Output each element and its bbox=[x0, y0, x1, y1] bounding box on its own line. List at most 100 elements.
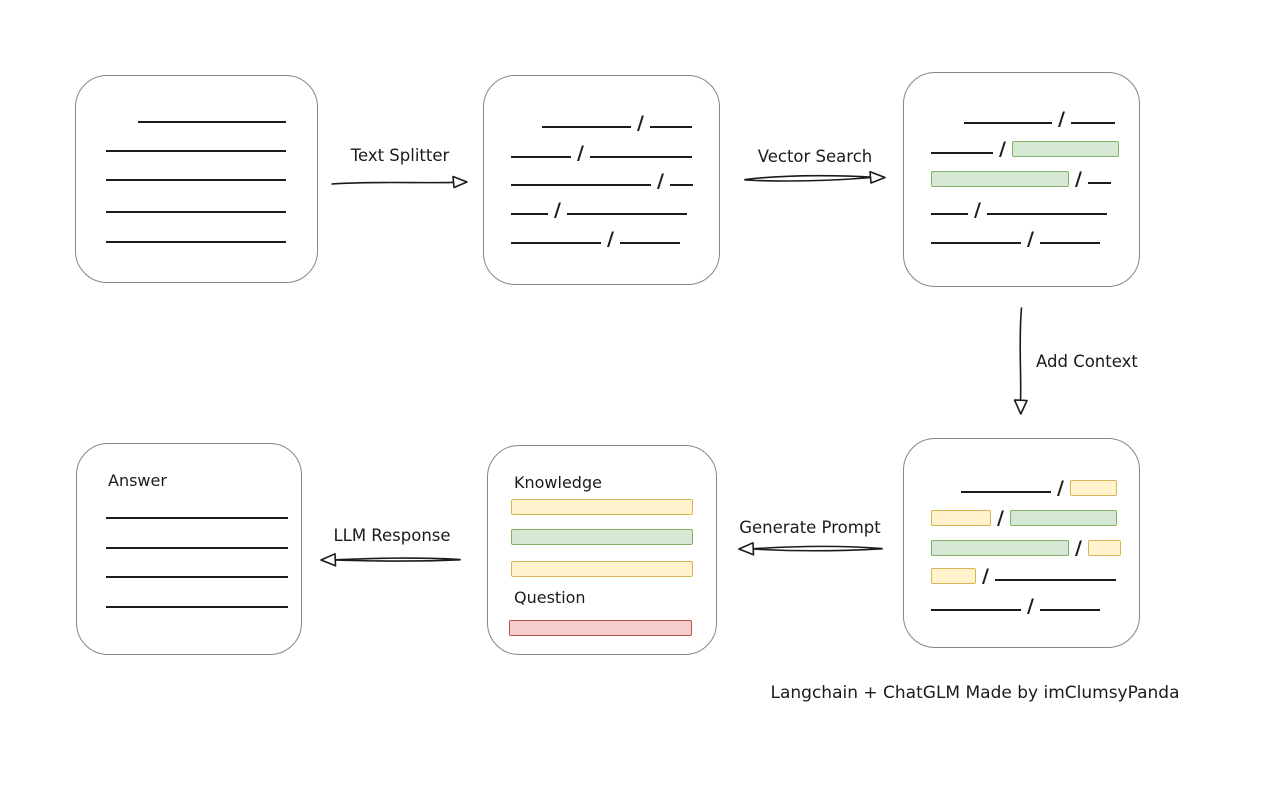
text-splitter-arrow-icon bbox=[331, 175, 468, 189]
chunk-separator: / bbox=[1027, 595, 1034, 617]
chunk-separator: / bbox=[1058, 108, 1065, 130]
highlight-green-rect bbox=[1011, 141, 1119, 157]
add-context-label: Add Context bbox=[1036, 352, 1138, 371]
text-line bbox=[511, 184, 651, 186]
content-row bbox=[106, 590, 288, 608]
content-row bbox=[106, 195, 286, 213]
text-line bbox=[542, 126, 631, 128]
content-row bbox=[511, 524, 693, 545]
chunk-separator: / bbox=[974, 199, 981, 221]
box-label: Knowledge bbox=[514, 473, 602, 492]
box-label: Question bbox=[514, 588, 586, 607]
text-splitter-label: Text Splitter bbox=[350, 146, 450, 165]
context-chunks-box: / / / / / bbox=[903, 438, 1140, 648]
highlight-green-rect bbox=[931, 540, 1069, 556]
content-row: / bbox=[511, 168, 693, 191]
text-line bbox=[1070, 122, 1115, 124]
content-row bbox=[106, 163, 286, 181]
highlight-yellow-rect bbox=[511, 499, 693, 515]
text-line bbox=[106, 606, 288, 608]
content-row bbox=[509, 615, 692, 636]
chunk-separator: / bbox=[982, 565, 989, 587]
content-row bbox=[106, 501, 288, 519]
highlight-yellow-rect bbox=[931, 510, 991, 526]
text-line bbox=[931, 609, 1021, 611]
content-row: / bbox=[931, 166, 1111, 189]
text-line bbox=[106, 179, 286, 181]
chunk-separator: / bbox=[607, 228, 614, 250]
content-row: / bbox=[511, 140, 692, 163]
content-row: / bbox=[511, 226, 680, 249]
text-line bbox=[106, 576, 288, 578]
content-row: / bbox=[931, 593, 1100, 616]
chunk-separator: / bbox=[999, 138, 1006, 160]
content-row bbox=[511, 494, 693, 515]
vector-search-arrow-icon bbox=[744, 171, 886, 184]
chunk-separator: / bbox=[1027, 228, 1034, 250]
add-context-arrow-icon bbox=[1013, 307, 1028, 415]
chunk-separator: / bbox=[554, 199, 561, 221]
text-line bbox=[511, 156, 571, 158]
highlight-yellow-rect bbox=[1069, 480, 1117, 496]
chunk-separator: / bbox=[637, 112, 644, 134]
chunk-separator: / bbox=[997, 507, 1004, 529]
highlight-yellow-rect bbox=[511, 561, 693, 577]
credit-caption: Langchain + ChatGLM Made by imClumsyPand… bbox=[770, 683, 1180, 703]
text-line bbox=[994, 579, 1116, 581]
highlight-green-rect bbox=[931, 171, 1069, 187]
text-line bbox=[106, 241, 286, 243]
content-row: / bbox=[511, 197, 687, 220]
matched-chunks-box: / / / / / bbox=[903, 72, 1140, 287]
text-line bbox=[106, 150, 286, 152]
highlight-yellow-rect bbox=[931, 568, 976, 584]
content-row: / bbox=[961, 475, 1117, 498]
content-row: / bbox=[931, 226, 1100, 249]
text-line bbox=[106, 211, 286, 213]
content-row: Question bbox=[514, 588, 586, 607]
text-line bbox=[566, 213, 687, 215]
text-line bbox=[1039, 242, 1100, 244]
text-line bbox=[511, 213, 548, 215]
content-row: / bbox=[931, 535, 1121, 558]
highlight-green-rect bbox=[1009, 510, 1117, 526]
llm-response-arrow-icon bbox=[320, 553, 461, 567]
text-line bbox=[964, 122, 1052, 124]
answer-box: Answer bbox=[76, 443, 302, 655]
text-line bbox=[589, 156, 692, 158]
text-line bbox=[619, 242, 680, 244]
content-row: / bbox=[931, 136, 1119, 159]
generate-prompt-arrow-icon bbox=[738, 542, 883, 556]
content-row bbox=[106, 531, 288, 549]
highlight-red-rect bbox=[509, 620, 692, 636]
content-row: / bbox=[931, 197, 1107, 220]
source-document-box bbox=[75, 75, 318, 283]
text-line bbox=[649, 126, 692, 128]
box-label: Answer bbox=[108, 471, 167, 490]
vector-search-label: Vector Search bbox=[757, 147, 873, 166]
text-line bbox=[931, 242, 1021, 244]
text-line bbox=[106, 517, 288, 519]
generate-prompt-label: Generate Prompt bbox=[739, 518, 881, 537]
text-line bbox=[669, 184, 693, 186]
content-row bbox=[106, 560, 288, 578]
chunk-separator: / bbox=[1057, 477, 1064, 499]
highlight-green-rect bbox=[511, 529, 693, 545]
text-line bbox=[138, 121, 286, 123]
content-row: / bbox=[542, 110, 692, 133]
content-row: Answer bbox=[108, 471, 167, 490]
content-row bbox=[106, 225, 286, 243]
split-chunks-box: / / / / / bbox=[483, 75, 720, 285]
content-row bbox=[138, 105, 286, 123]
text-line bbox=[1039, 609, 1100, 611]
text-line bbox=[1087, 182, 1111, 184]
highlight-yellow-rect bbox=[1087, 540, 1121, 556]
text-line bbox=[986, 213, 1107, 215]
text-line bbox=[931, 152, 993, 154]
text-line bbox=[106, 547, 288, 549]
content-row: Knowledge bbox=[514, 473, 602, 492]
chunk-separator: / bbox=[657, 170, 664, 192]
content-row: / bbox=[931, 505, 1117, 528]
content-row bbox=[106, 134, 286, 152]
